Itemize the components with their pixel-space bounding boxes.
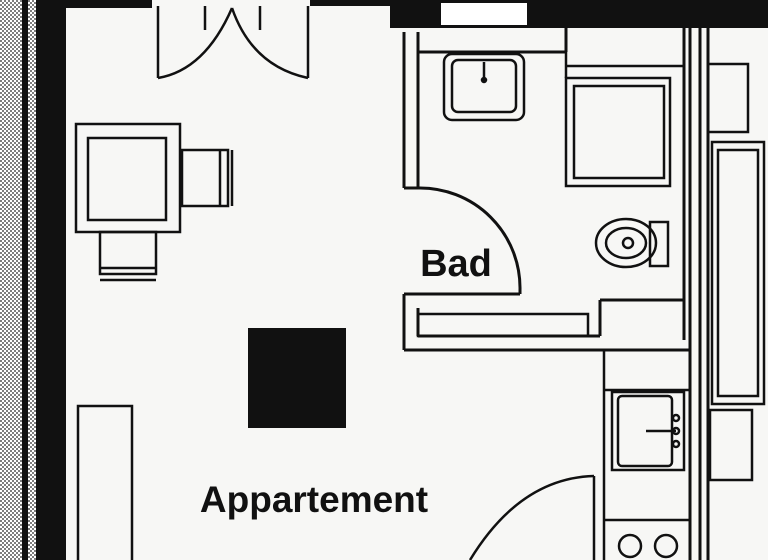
chair-bottom [98, 230, 158, 282]
wardrobe-units [706, 62, 766, 482]
kitchenette [602, 350, 690, 560]
kitchen-door-swing [468, 474, 595, 560]
outer-wall-left [0, 0, 66, 560]
bathroom-door-swing [417, 186, 522, 291]
entrance-door [156, 6, 310, 80]
structural-column [248, 328, 346, 428]
sofa-edge [76, 404, 134, 560]
kitchen-sink [610, 390, 686, 472]
toilet [594, 217, 670, 269]
apartment-label: Appartement [200, 479, 428, 520]
bathroom-label: Bad [420, 243, 492, 285]
shower-tray [564, 52, 684, 188]
bathroom-shelf [416, 312, 590, 338]
outer-wall-top [66, 0, 768, 28]
cooktop [617, 533, 679, 559]
bathroom-sink [442, 52, 526, 122]
chair-right [180, 148, 234, 208]
